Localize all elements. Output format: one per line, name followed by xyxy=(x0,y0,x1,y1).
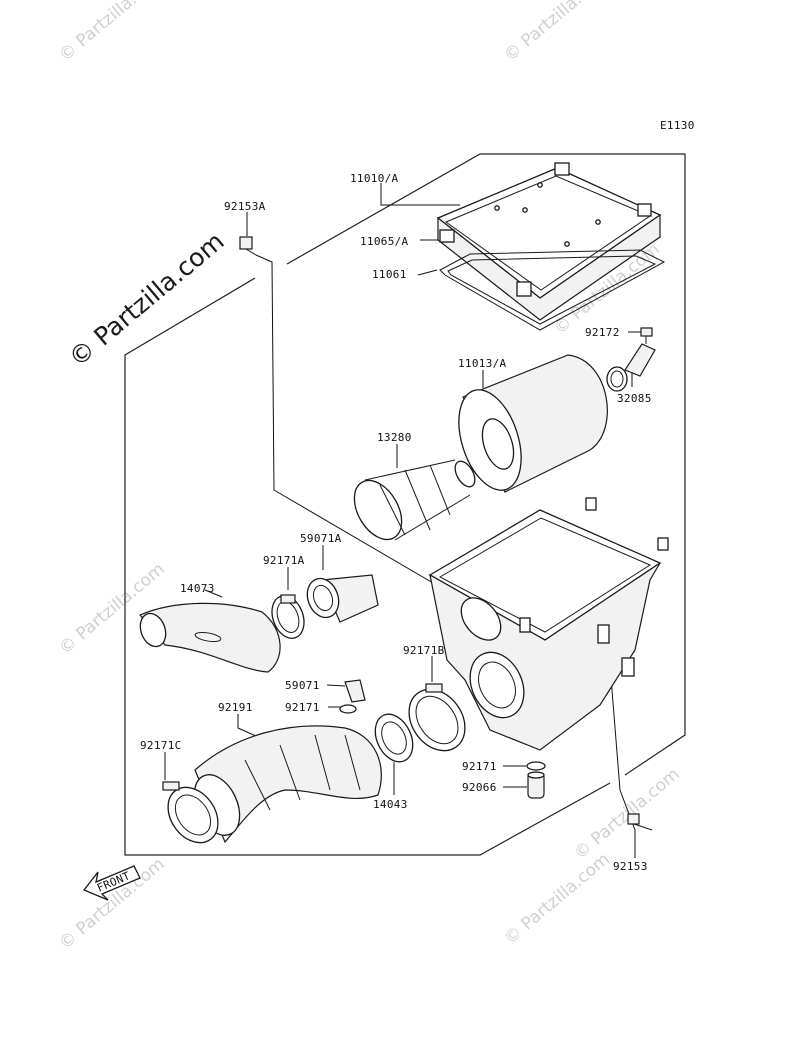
label-92171B: 92171B xyxy=(403,644,445,657)
label-11061: 11061 xyxy=(372,268,407,281)
label-92171-right: 92171 xyxy=(462,760,497,773)
label-92066: 92066 xyxy=(462,781,497,794)
label-32085: 32085 xyxy=(617,392,652,405)
label-59071: 59071 xyxy=(285,679,320,692)
label-14043: 14043 xyxy=(373,798,408,811)
watermark-top-left: © Partzilla.com xyxy=(55,0,168,66)
bolt-92153 xyxy=(627,813,653,831)
filter-cage-13280 xyxy=(353,459,476,541)
label-92171: 92171 xyxy=(285,701,320,714)
clamp-92171C xyxy=(162,781,219,844)
filter-element-11013A xyxy=(458,354,608,493)
label-11013A: 11013/A xyxy=(458,357,507,370)
watermark-bottom-right: © Partzilla.com xyxy=(500,849,613,949)
part-labels: 11010/A 92153A 11065/A 11061 92172 11013… xyxy=(140,172,652,873)
label-92153A: 92153A xyxy=(224,200,266,213)
label-92171C: 92171C xyxy=(140,739,182,752)
label-11065A: 11065/A xyxy=(360,235,409,248)
duct-59071A xyxy=(306,574,379,623)
watermark-top-right: © Partzilla.com xyxy=(500,0,613,66)
gasket-11061 xyxy=(439,249,666,331)
clip-92171-right xyxy=(526,761,546,771)
leader-lines xyxy=(164,183,641,858)
plug-92066 xyxy=(527,771,545,799)
label-13280: 13280 xyxy=(377,431,412,444)
bracket-32085 xyxy=(606,343,656,392)
label-92191: 92191 xyxy=(218,701,253,714)
clamp-92171A xyxy=(271,594,305,639)
screen-14043 xyxy=(374,713,414,763)
diagram-code: E1130 xyxy=(660,119,695,132)
clamp-92171B xyxy=(408,683,466,752)
watermark-layer: © Partzilla.com © Partzilla.com © Partzi… xyxy=(55,0,683,954)
inlet-duct-14073 xyxy=(139,602,281,673)
watermark-main: © Partzilla.com xyxy=(63,226,229,372)
air-box-cover-11065A xyxy=(436,162,662,321)
bolt-92153A xyxy=(239,236,257,256)
clamp-92171-small xyxy=(339,704,357,714)
screw-92172 xyxy=(640,327,653,344)
assembly-outline xyxy=(124,153,686,856)
watermark-bottom-left: © Partzilla.com xyxy=(55,854,168,954)
fitting-59071 xyxy=(344,679,366,703)
label-92153: 92153 xyxy=(613,860,648,873)
label-92171A: 92171A xyxy=(263,554,305,567)
air-box-body xyxy=(428,497,669,751)
label-92172: 92172 xyxy=(585,326,620,339)
label-59071A: 59071A xyxy=(300,532,342,545)
watermark-center: © Partzilla.com xyxy=(570,764,683,864)
label-11010A: 11010/A xyxy=(350,172,399,185)
label-14073: 14073 xyxy=(180,582,215,595)
